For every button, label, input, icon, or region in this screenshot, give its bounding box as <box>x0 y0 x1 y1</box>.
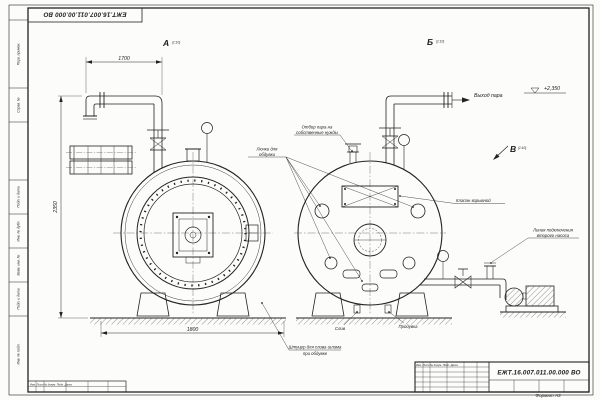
sheet-frame <box>8 4 594 396</box>
view-v-label: В <box>510 144 516 154</box>
label-drain: Слив <box>335 326 346 331</box>
label-steam-tap-1: Отбор пара на <box>302 125 333 130</box>
leader-lines <box>248 134 579 351</box>
frame-stamp-labels: Перв. примен. Справ. № Подп. и дата Инв.… <box>17 11 127 365</box>
stamp-label: Перв. примен. <box>17 43 21 66</box>
view-b-label: Б <box>427 37 433 47</box>
dim-base-width: 1800 <box>187 327 199 333</box>
view-b-boiler-front <box>294 92 470 325</box>
label-hatches-1: Лючки для <box>256 147 279 152</box>
label-blowdown: Продувка <box>398 324 418 329</box>
stamp-label: Подп. и дата <box>17 186 21 207</box>
revision-header: Изм. Лист № докум. Подп. Дата <box>416 363 458 367</box>
stamp-label: Справ. № <box>17 97 21 113</box>
view-b-scale: (1:10) <box>436 40 444 44</box>
elevation-mark <box>524 87 566 94</box>
label-sludge-2: при обдувке <box>303 351 328 356</box>
dim-top-run: 1700 <box>118 56 130 62</box>
format-note: Формат А3 <box>535 393 561 398</box>
label-pump-line-2: второго насоса <box>537 233 570 238</box>
view-v-arrow <box>493 145 509 160</box>
label-steam-out: Выход пара <box>474 93 503 99</box>
dim-overall-height: 2350 <box>53 201 59 214</box>
flipped-drawing-code: ЕЖТ.16.007.011.00.000 ВО <box>43 11 126 18</box>
stamp-label: Подп. и дата <box>17 288 21 309</box>
label-explosion-valve: Клапан взрывной <box>456 198 491 203</box>
label-steam-tap-2: собственные нужды <box>296 130 339 135</box>
view-a-scale: (1:10) <box>172 41 180 45</box>
view-v-scale: (1:10) <box>518 146 526 150</box>
title-block <box>414 361 590 393</box>
pump-assembly <box>420 250 566 318</box>
label-pump-line-1: Линия подключения <box>532 228 574 233</box>
view-a-boiler-front <box>66 92 286 325</box>
revision-table <box>27 380 127 393</box>
label-sludge-1: Штуцер для слива шлама <box>289 345 342 350</box>
revision-header-2: Изм. Лист № докум. Подп. Дата <box>30 383 72 387</box>
view-a-label: А <box>162 38 169 48</box>
stamp-label: Инв. № подл. <box>17 343 21 364</box>
label-hatches-2: обдувки <box>259 152 276 157</box>
elevation-value: +2,350 <box>544 86 560 92</box>
stamp-label: Взам. инв. № <box>17 254 21 275</box>
title-block-code: ЕЖТ.16.007.011.00.000 ВО <box>497 370 580 377</box>
stamp-label: Инв. № дубл. <box>17 221 21 242</box>
dimensions-view-a <box>58 57 285 337</box>
